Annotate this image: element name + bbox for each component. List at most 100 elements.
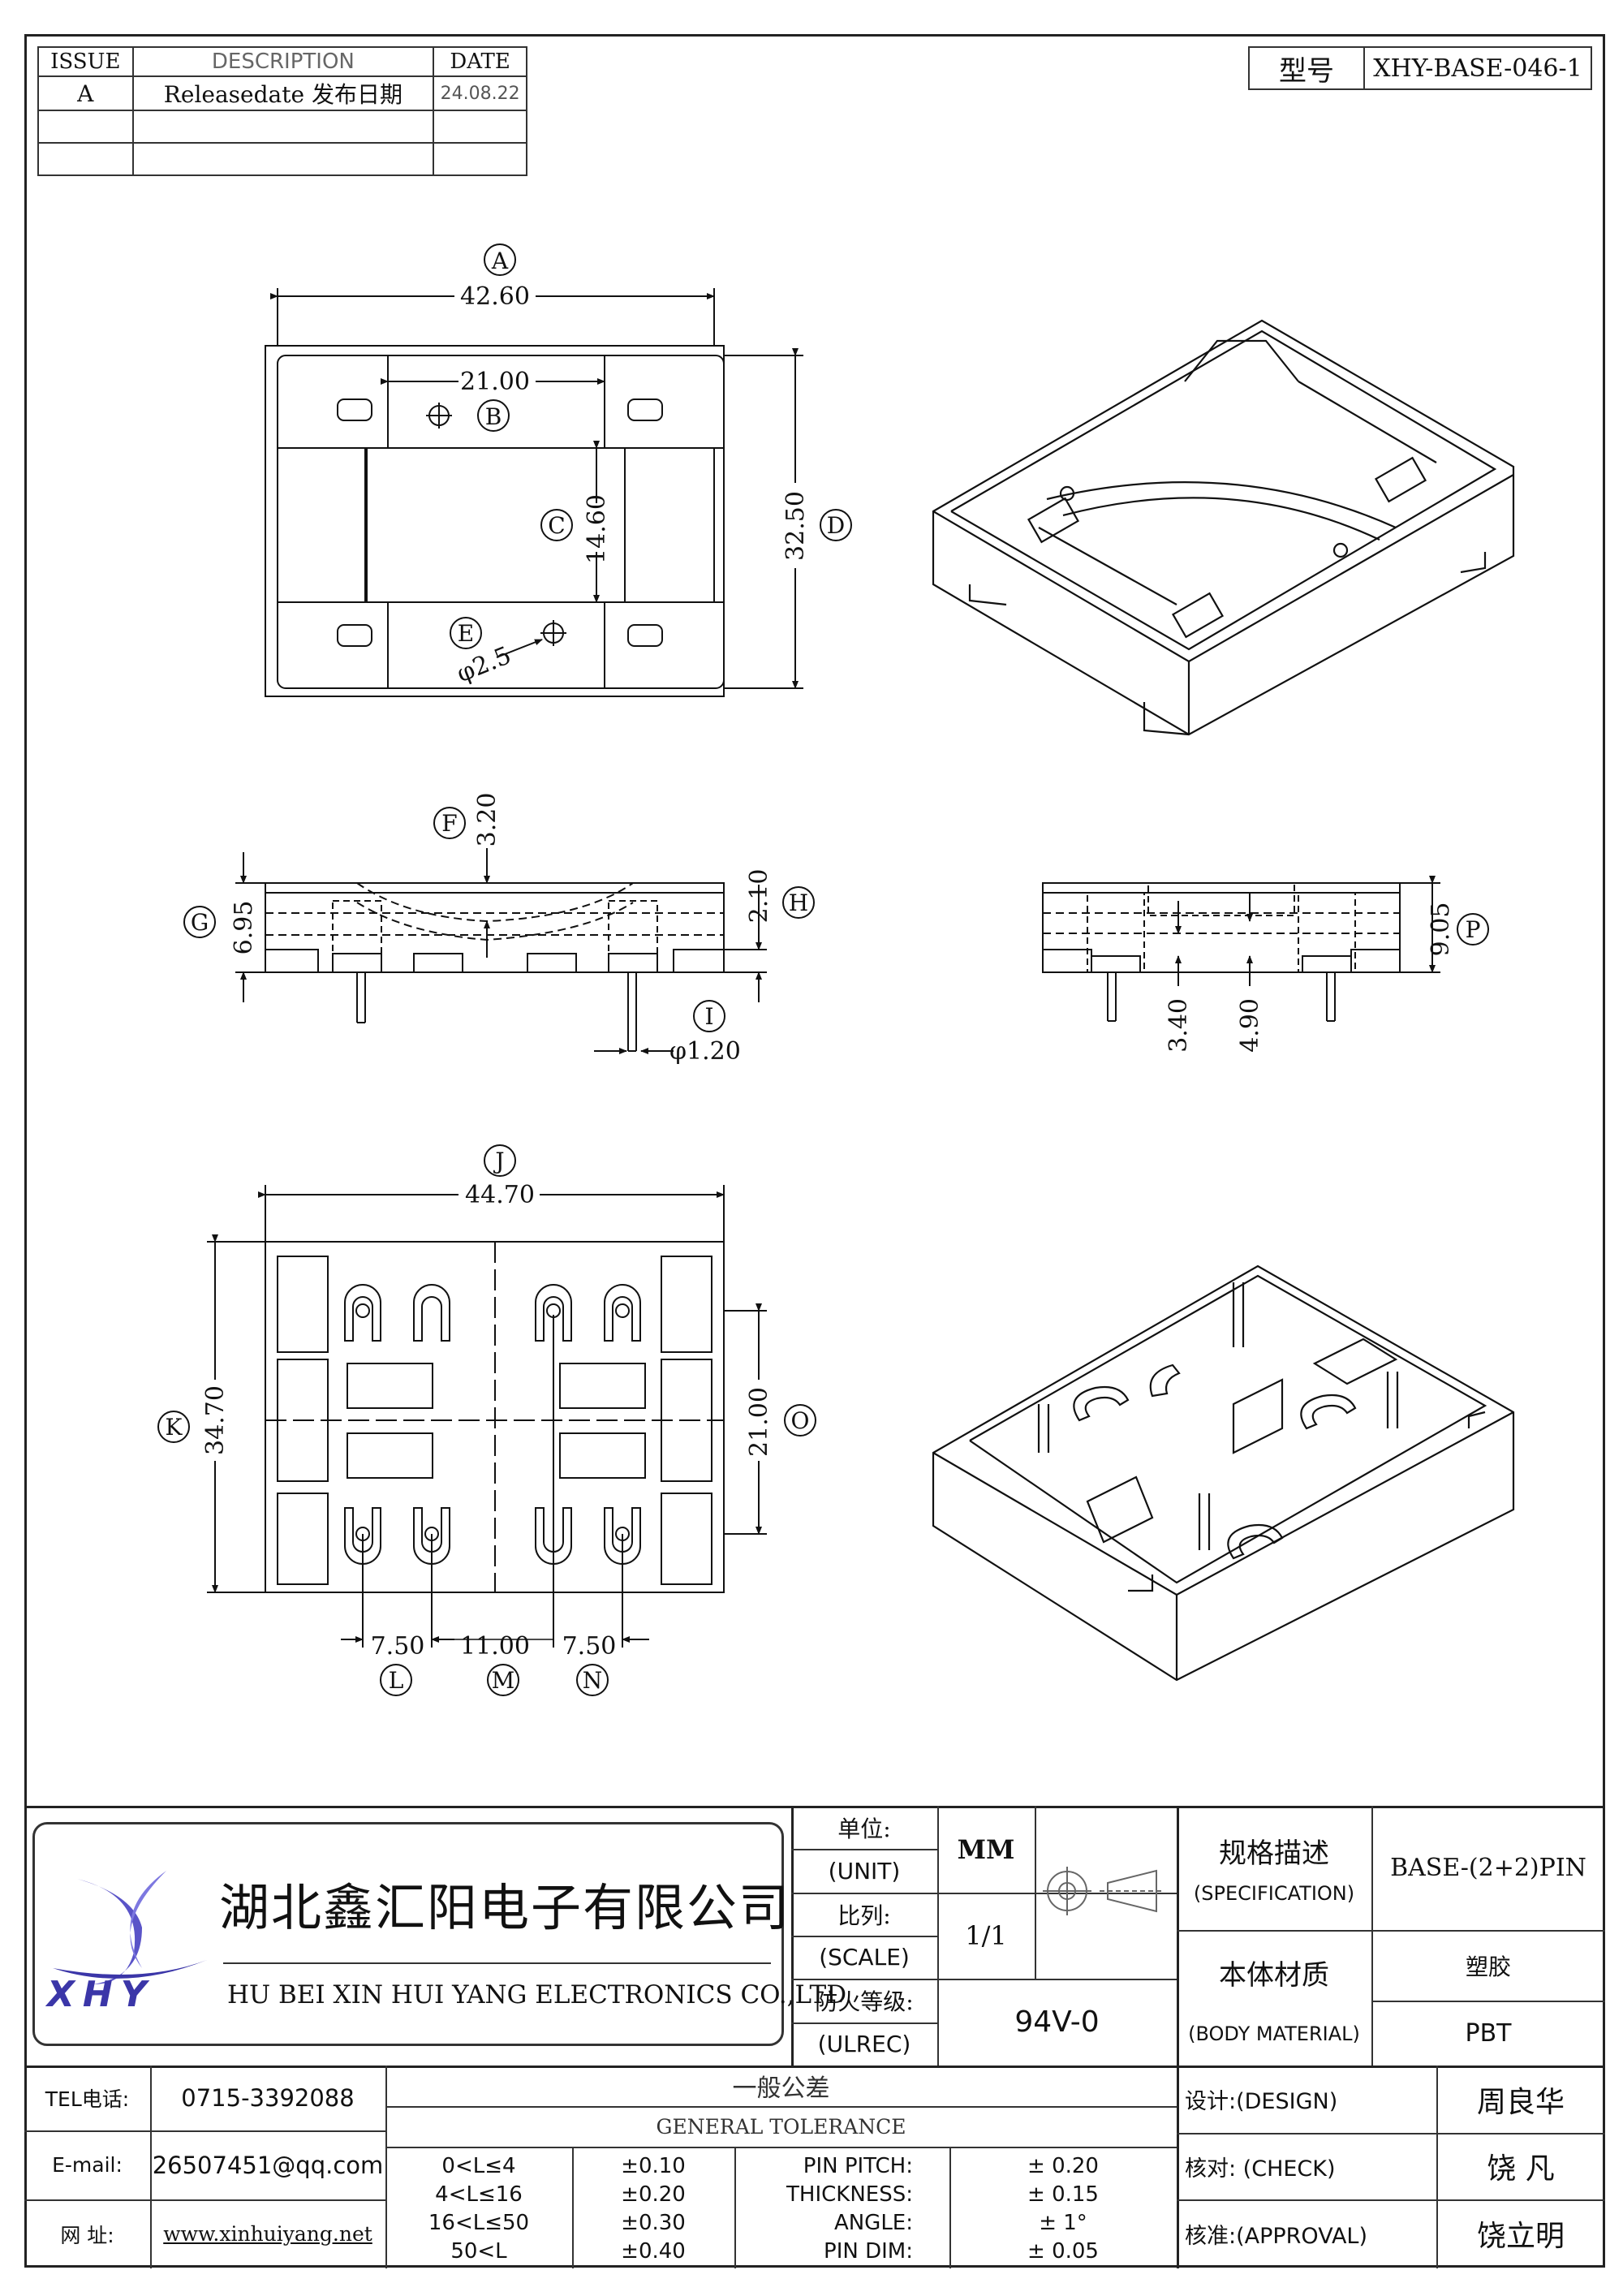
grid-line xyxy=(791,2022,937,2024)
grid-line xyxy=(1177,2199,1605,2201)
scale-cn: 比列: xyxy=(837,1902,891,1929)
spec-value: BASE-(2+2)PIN xyxy=(1390,1854,1586,1882)
dim-d: 32.50 xyxy=(781,491,810,561)
rev-header-description: DESCRIPTION xyxy=(131,46,435,77)
grid-line xyxy=(1436,2066,1438,2268)
tel-value: 0715-3392088 xyxy=(181,2084,355,2112)
company-logo-icon xyxy=(53,1871,207,1984)
email-label: E-mail: xyxy=(52,2153,123,2177)
tolerance-value: ±0.40 xyxy=(621,2239,686,2264)
dim-m: 11.00 xyxy=(460,1632,530,1661)
rev-empty xyxy=(131,142,435,176)
label-p: P xyxy=(1466,916,1481,943)
fire-en: (ULREC) xyxy=(817,2031,911,2057)
grid-line xyxy=(1035,1806,1036,1979)
label-j: J xyxy=(493,1148,504,1174)
label-c: C xyxy=(548,512,565,539)
rev-row-issue: A xyxy=(37,75,134,111)
front-view xyxy=(183,807,815,1054)
grid-line xyxy=(791,1849,937,1850)
dim-g: 6.95 xyxy=(230,901,258,955)
tolerance-value-column: ±0.10 ±0.20 ±0.30 ±0.40 xyxy=(572,2152,734,2266)
label-l: L xyxy=(389,1667,404,1694)
material-cn: 本体材质 xyxy=(1219,1958,1329,1992)
tolerance-range: 4<L≤16 xyxy=(435,2182,523,2207)
tolerance-item: ANGLE: xyxy=(833,2211,913,2235)
drawing-frame xyxy=(24,34,1605,2268)
grid-line xyxy=(734,2147,736,2268)
label-i: I xyxy=(704,1003,713,1030)
material-value-en: PBT xyxy=(1465,2018,1512,2048)
tolerance-item-value-column: ± 0.20 ± 0.15 ± 1° ± 0.05 xyxy=(949,2152,1177,2266)
grid-line xyxy=(385,2066,387,2268)
rev-empty xyxy=(433,142,527,176)
top-view xyxy=(265,243,852,697)
label-d: D xyxy=(827,512,845,539)
dim-l: 7.50 xyxy=(371,1632,425,1661)
bottom-view xyxy=(157,1144,816,1696)
label-g: G xyxy=(191,909,209,936)
dim-a: 42.60 xyxy=(460,282,530,311)
web-link[interactable]: www.xinhuiyang.net xyxy=(163,2222,372,2246)
model-value: XHY-BASE-046-1 xyxy=(1363,46,1592,90)
rev-row-description: Releasedate 发布日期 xyxy=(131,75,435,111)
tolerance-item: PIN DIM: xyxy=(824,2239,913,2264)
company-divider xyxy=(223,1962,771,1964)
model-box: 型号 XHY-BASE-046-1 xyxy=(1248,46,1592,90)
label-b: B xyxy=(485,403,502,430)
rev-empty xyxy=(37,110,134,144)
label-k: K xyxy=(166,1414,183,1441)
check-name: 饶 凡 xyxy=(1487,2152,1555,2186)
rev-header-issue: ISSUE xyxy=(37,46,134,77)
tolerance-item: PIN PITCH: xyxy=(803,2154,913,2178)
dim-h: 2.10 xyxy=(745,869,773,924)
spec-cn: 规格描述 xyxy=(1219,1837,1329,1870)
dim-p2: 3.40 xyxy=(1165,998,1193,1053)
grid-line xyxy=(937,1806,939,2066)
design-label: 设计:(DESIGN) xyxy=(1185,2089,1338,2114)
grid-line xyxy=(385,2147,1177,2148)
side-view xyxy=(1042,876,1489,1022)
revision-table: ISSUE DESCRIPTION DATE A Releasedate 发布日… xyxy=(37,46,527,176)
grid-line xyxy=(791,2066,1605,2068)
dim-p: 9.05 xyxy=(1427,902,1455,957)
grid-line xyxy=(1371,1806,1373,2066)
material-en: (BODY MATERIAL) xyxy=(1188,2022,1360,2045)
grid-line xyxy=(791,1979,1177,1980)
company-box xyxy=(32,1822,784,2046)
dim-f: 3.20 xyxy=(473,793,502,847)
logo-text: XHY xyxy=(47,1974,155,2015)
dim-o: 21.00 xyxy=(745,1387,773,1457)
label-h: H xyxy=(789,890,808,916)
tolerance-item: THICKNESS: xyxy=(786,2182,913,2207)
tolerance-item-value: ± 1° xyxy=(1039,2211,1087,2235)
approval-label: 核准:(APPROVAL) xyxy=(1185,2223,1367,2249)
dim-j: 44.70 xyxy=(465,1181,535,1209)
grid-line xyxy=(24,2199,385,2201)
label-f: F xyxy=(441,810,457,837)
grid-line xyxy=(24,2066,791,2068)
rev-row-date: 24.08.22 xyxy=(433,75,527,111)
grid-line xyxy=(1177,1806,1179,2268)
dim-n: 7.50 xyxy=(562,1632,617,1661)
material-value-cn: 塑胶 xyxy=(1465,1953,1511,1980)
email-value[interactable]: 26507451@qq.com xyxy=(152,2151,384,2179)
grid-line xyxy=(1371,2001,1605,2002)
tolerance-item-value: ± 0.20 xyxy=(1027,2154,1099,2178)
label-o: O xyxy=(791,1407,810,1434)
scale-en: (SCALE) xyxy=(819,1944,910,1971)
web-label: 网 址: xyxy=(60,2223,114,2247)
tolerance-range-column: 0<L≤4 4<L≤16 16<L≤50 50<L xyxy=(385,2152,572,2266)
iso-view-bottom xyxy=(932,1264,1515,1682)
grid-line xyxy=(949,2147,951,2268)
fire-value: 94V-0 xyxy=(1014,2005,1100,2039)
unit-cn: 单位: xyxy=(837,1815,891,1842)
dim-p3: 4.90 xyxy=(1236,998,1264,1053)
title-block xyxy=(24,1806,1605,2270)
rev-header-date: DATE xyxy=(433,46,527,77)
tolerance-range: 50<L xyxy=(450,2239,507,2264)
tolerance-item-column: PIN PITCH: THICKNESS: ANGLE: PIN DIM: xyxy=(734,2152,913,2266)
grid-line xyxy=(1177,2133,1605,2134)
label-n: N xyxy=(583,1667,603,1694)
dim-k: 34.70 xyxy=(201,1385,230,1455)
